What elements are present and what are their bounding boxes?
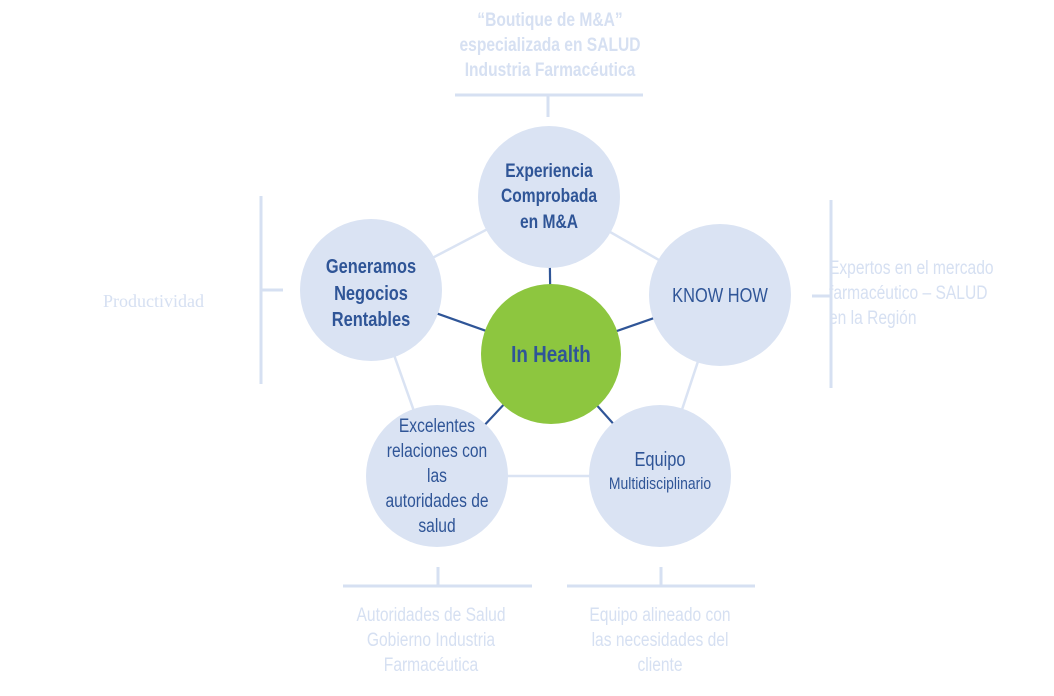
center-circle [481, 284, 621, 424]
annotation-left: Productividad [103, 291, 204, 311]
node-top-line-1: Experiencia [505, 161, 593, 183]
annotation-bottom-right-line-2: las necesidades del [591, 630, 729, 651]
node-bottom-left-line-4: salud [418, 515, 456, 537]
annotation-top-line-1: “Boutique de M&A” [477, 10, 623, 31]
node-left-line-3: Rentables [331, 309, 411, 332]
node-left-line-1: Generamos [325, 256, 417, 279]
annotation-bottom-right-line-3: cliente [637, 655, 683, 676]
annotation-top-line-3: Industria Farmacéutica [464, 60, 636, 81]
node-top-line-3: en M&A [519, 211, 578, 233]
node-left-line-2: Negocios [334, 282, 408, 305]
node-right-line-1: KNOW HOW [672, 284, 768, 307]
annotation-right-line-1: Expertos en el mercado [829, 258, 994, 279]
node-bottom-right-line-2: Multidisciplinario [608, 473, 712, 493]
annotation-right-line-3: en la Región [829, 308, 917, 329]
node-circle-bottom-right [589, 405, 731, 547]
node-right-label: KNOW HOW [663, 225, 778, 367]
node-bottom-left-line-3: autoridades de [385, 490, 489, 512]
annotation-bottom-left-line-2: Gobierno Industria [366, 630, 496, 651]
annotation-bottom-right-line-1: Equipo alineado con [589, 605, 731, 626]
node-bottom-left-line-2: relaciones con las [386, 440, 488, 487]
annotation-bottom-left: Autoridades de Salud Gobierno Industria … [333, 603, 530, 678]
node-circles [300, 126, 791, 547]
node-bottom-left-line-1: Excelentes [398, 415, 476, 437]
node-top-line-2: Comprobada [500, 186, 598, 208]
node-circle-top [478, 126, 620, 268]
center-label-text: In Health [511, 340, 591, 367]
node-circle-left [300, 219, 442, 361]
annotation-right: Expertos en el mercado farmacéutico – SA… [829, 256, 1018, 331]
center-label: In Health [494, 284, 609, 424]
annotation-top-line-2: especializada en SALUD [459, 35, 641, 56]
annotation-right-line-2: farmacéutico – SALUD [829, 283, 988, 304]
node-bottom-right-label: Equipo Multidisciplinario [603, 406, 718, 536]
node-circle-bottom-left [366, 405, 508, 547]
annotation-bottom-right: Equipo alineado con las necesidades del … [562, 603, 759, 678]
annotation-bottom-left-line-1: Autoridades de Salud [356, 605, 506, 626]
annotation-top: “Boutique de M&A” especializada en SALUD… [443, 8, 656, 83]
node-left-label: Generamos Negocios Rentables [313, 224, 429, 364]
node-circle-right [649, 224, 791, 366]
node-top-label: Experiencia Comprobada en M&A [492, 127, 607, 267]
annotation-brackets [259, 93, 833, 588]
annotation-bottom-left-line-3: Farmacéutica [383, 655, 479, 676]
node-bottom-left-label: Excelentes relaciones con las autoridade… [376, 406, 499, 546]
node-bottom-right-line-1: Equipo [634, 448, 686, 471]
